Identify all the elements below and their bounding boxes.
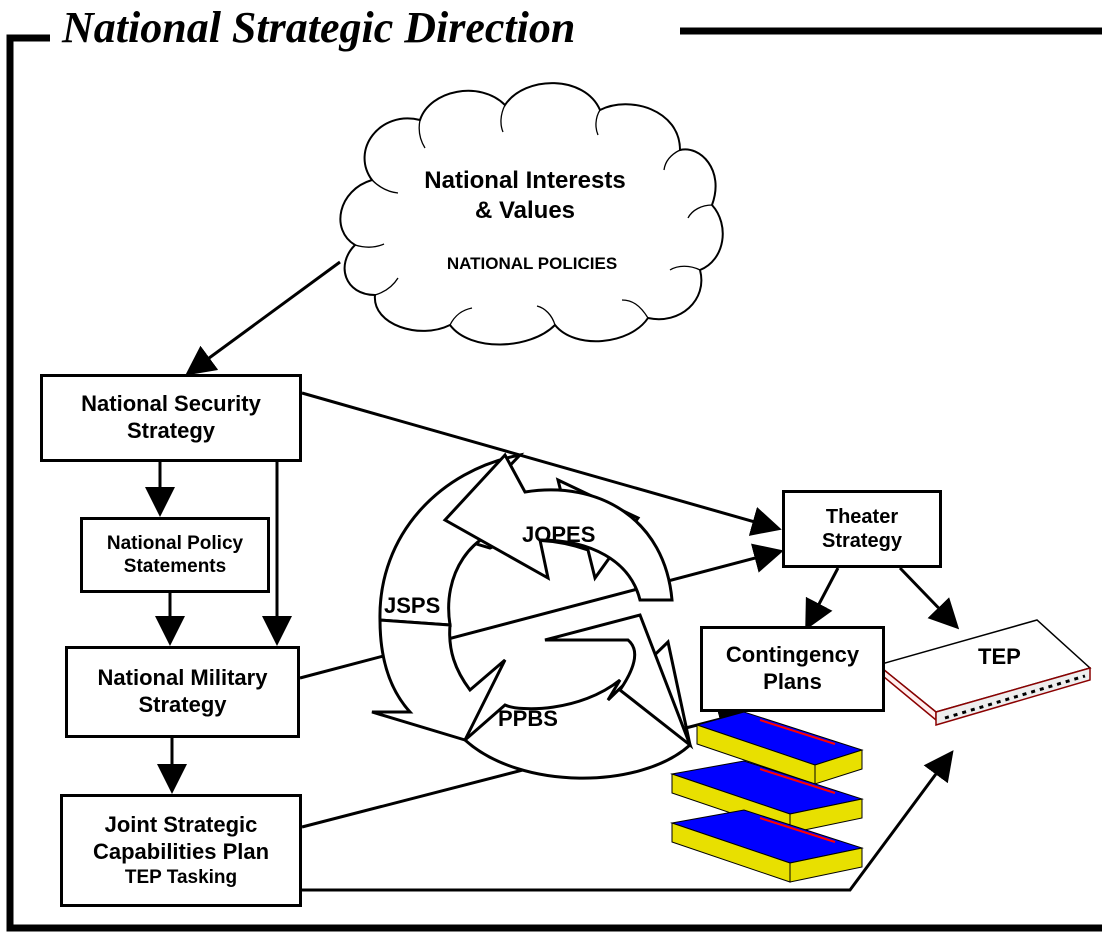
contingency-plans-box: Contingency Plans	[700, 626, 885, 712]
national-security-strategy-box: National Security Strategy	[40, 374, 302, 462]
planning-cycle	[371, 452, 694, 780]
arrow-theater-to-contingency	[805, 567, 840, 631]
national-policy-statements-box: National Policy Statements	[80, 517, 270, 593]
jscp-line-1: Joint Strategic	[104, 812, 258, 838]
cloud-line-2: & Values	[474, 197, 576, 224]
theater-line-2: Strategy	[821, 530, 903, 552]
cloud-line-1: National Interests	[424, 167, 626, 194]
nps-line-2: Statements	[123, 556, 227, 577]
contingency-line-2: Plans	[763, 669, 822, 694]
joint-strategic-capabilities-plan-box: Joint Strategic Capabilities Plan TEP Ta…	[60, 794, 302, 907]
nss-line-1: National Security	[81, 391, 261, 417]
national-policies-label: NATIONAL POLICIES	[446, 254, 618, 273]
ppbs-label: PPBS	[498, 706, 558, 731]
cycle-jsps-arrow	[371, 618, 507, 742]
arrow-nms-to-theater	[299, 543, 784, 680]
tep-label: TEP	[978, 644, 1021, 669]
nms-line-2: Strategy	[138, 692, 227, 717]
national-military-strategy-box: National Military Strategy	[65, 646, 300, 738]
nss-line-2: Strategy	[126, 418, 216, 443]
jscp-line-2: Capabilities Plan	[92, 838, 270, 864]
nps-line-1: National Policy	[106, 532, 244, 554]
cycle-jopes-head	[442, 452, 674, 602]
cycle-ppbs-head	[544, 613, 694, 750]
cloud-shape	[339, 82, 724, 346]
contingency-plans-books-icon	[670, 711, 864, 883]
jopes-label: JOPES	[522, 522, 596, 547]
page-title: National Strategic Direction	[62, 3, 576, 52]
nms-line-1: National Military	[97, 665, 268, 691]
theater-strategy-box: Theater Strategy	[782, 490, 942, 568]
arrow-cloud-to-nss	[185, 260, 341, 376]
arrow-theater-to-tep	[898, 566, 960, 630]
cloud-interests-label: National Interests & Values	[395, 166, 655, 226]
arrow-jscp-to-tep	[298, 750, 954, 892]
tep-book-icon	[876, 619, 1092, 727]
arrow-nss-to-theater	[301, 391, 782, 536]
theater-line-1: Theater	[825, 505, 899, 528]
jscp-line-3: TEP Tasking	[124, 866, 238, 888]
contingency-line-1: Contingency	[725, 642, 860, 668]
jsps-label: JSPS	[384, 593, 441, 618]
frame-border	[6, 27, 1102, 932]
